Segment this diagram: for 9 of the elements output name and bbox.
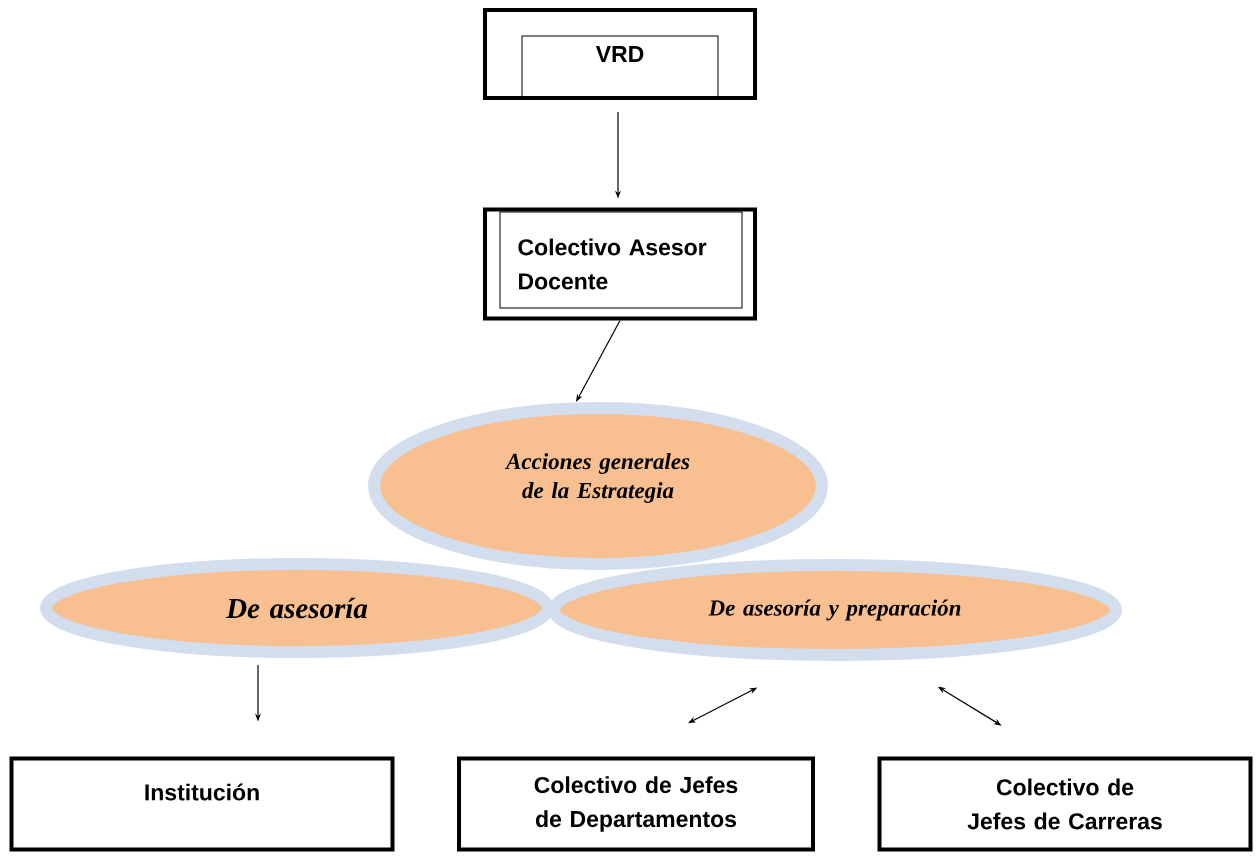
- title-box: VRD: [483, 8, 757, 100]
- process-box: Institución: [9, 756, 395, 852]
- ellipse-node: De asesoría y preparación: [548, 559, 1122, 661]
- ellipse-node: Acciones generales de la Estrategia: [368, 402, 828, 570]
- process-box: Colectivo de Jefes de Departamentos: [457, 756, 815, 852]
- ellipse-node: De asesoría: [40, 558, 554, 658]
- process-box: Colectivo de Jefes de Carreras: [877, 756, 1253, 852]
- title-box: Colectivo Asesor Docente: [483, 207, 757, 321]
- arrow: [576, 319, 621, 402]
